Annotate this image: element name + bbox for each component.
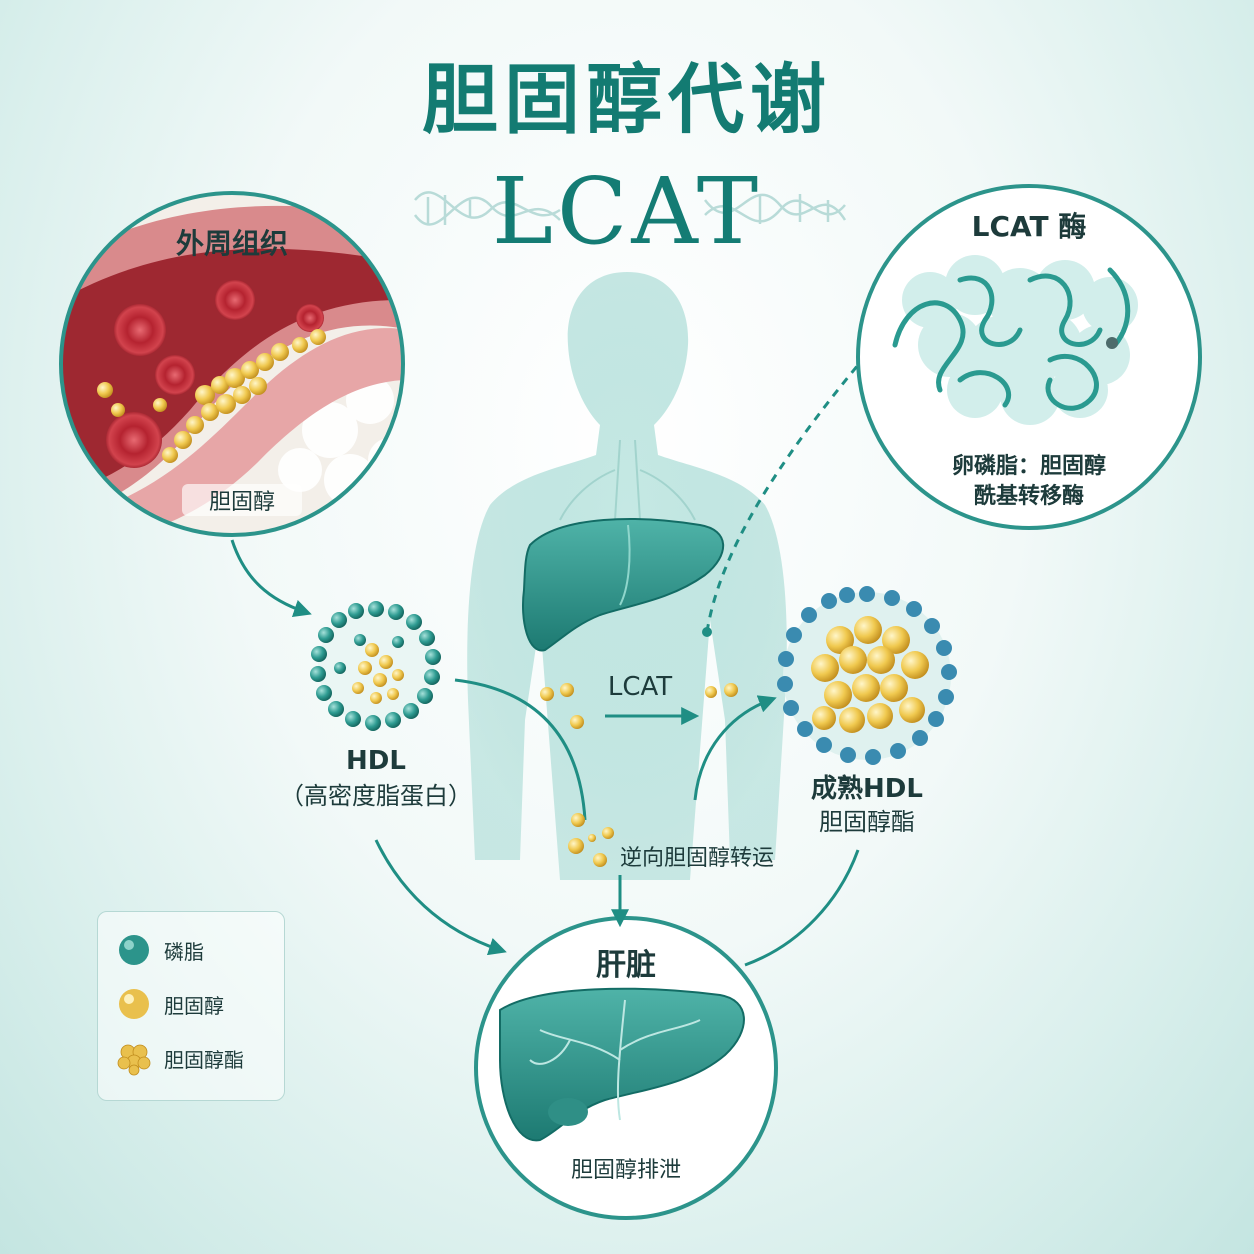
peripheral-tissue-illustration — [61, 193, 403, 535]
peripheral-tissue-label: 外周组织 — [175, 227, 288, 260]
legend-item-cholesteryl-ester: 胆固醇酯 — [116, 1040, 244, 1076]
arrow-tissue-to-hdl — [230, 539, 312, 618]
arrow-mature-to-liver — [744, 849, 860, 967]
legend-label: 胆固醇 — [164, 993, 224, 1018]
hdl-description: （高密度脂蛋白） — [280, 782, 472, 810]
arrow-hdl-curve — [454, 678, 587, 821]
body-liver-icon — [522, 518, 725, 652]
page-title: 胆固醇代谢 — [422, 55, 832, 144]
legend-label: 磷脂 — [164, 939, 204, 964]
dna-helix-right-icon — [704, 193, 847, 224]
lcat-enzyme-illustration — [858, 186, 1200, 528]
lcat-reaction-label: LCAT — [607, 672, 673, 702]
cholesteryl-ester-icon — [117, 1044, 151, 1076]
phospholipid-icon — [119, 935, 149, 965]
liver-label: 肝脏 — [596, 948, 656, 983]
tissue-cholesterol-label: 胆固醇 — [182, 484, 302, 516]
legend-item-cholesterol: 胆固醇 — [116, 986, 224, 1022]
lcat-subtitle: LCAT — [491, 158, 763, 265]
arrow-to-mature-hdl — [693, 695, 777, 801]
hdl-label: HDL — [346, 746, 406, 776]
dna-helix-left-icon — [413, 191, 561, 226]
liver-illustration — [476, 918, 776, 1218]
reverse-transport-label: 逆向胆固醇转运 — [620, 846, 775, 871]
hdl-particle-icon — [310, 601, 441, 731]
enzyme-desc-line2: 酰基转移酶 — [973, 484, 1084, 509]
free-cholesterol-dots — [540, 683, 738, 867]
arrow-hdl-to-liver — [374, 839, 507, 956]
legend-box: 磷脂 胆固醇 胆固醇酯 — [97, 911, 285, 1101]
legend-label: 胆固醇酯 — [164, 1047, 244, 1072]
legend-item-phospholipid: 磷脂 — [116, 932, 204, 968]
mature-hdl-particle-icon — [777, 586, 957, 765]
dashed-enzyme-link — [705, 364, 860, 633]
mature-hdl-label: 成熟HDL — [811, 774, 923, 804]
mature-hdl-description: 胆固醇酯 — [819, 808, 915, 836]
cholesterol-icon — [119, 989, 149, 1019]
enzyme-desc-line1: 卵磷脂：胆固醇 — [951, 454, 1106, 479]
cholesterol-excretion-label: 胆固醇排泄 — [570, 1158, 681, 1183]
lcat-enzyme-label: LCAT 酶 — [971, 210, 1087, 243]
blood-vessel-lines — [559, 439, 696, 521]
